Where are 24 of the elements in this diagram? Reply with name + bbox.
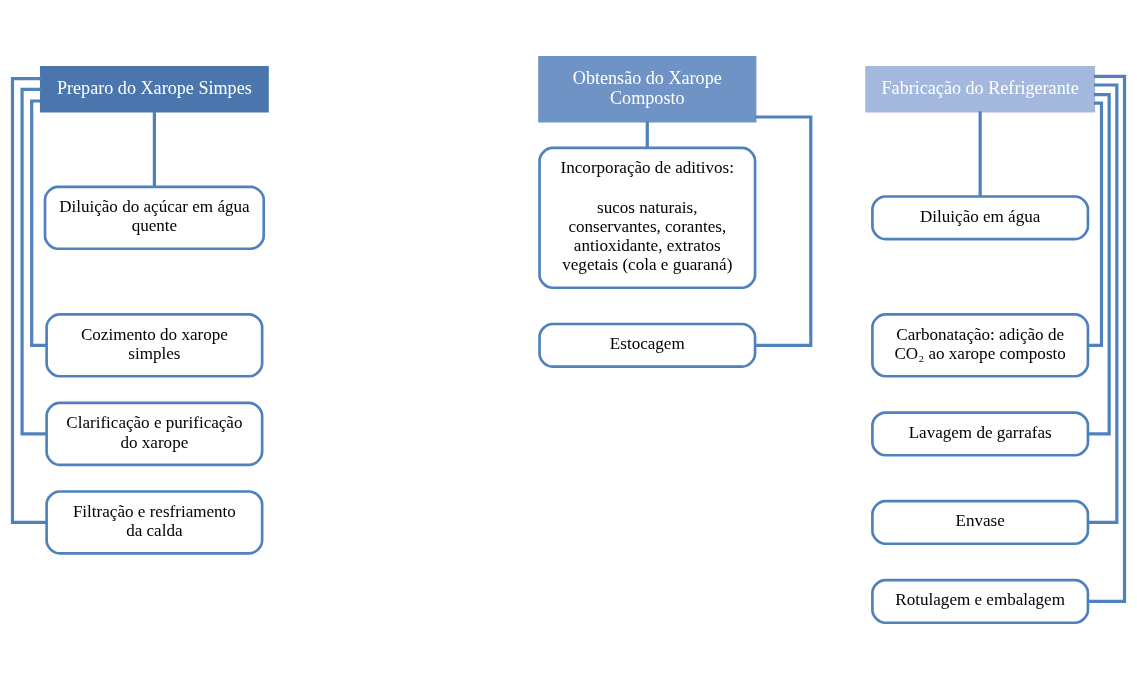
node-box: Incorporação de aditivos: sucos naturais, conservantes, corantes, antioxidante, extratos vegetais (cola e guaraná)	[538, 146, 757, 289]
connector	[30, 98, 47, 347]
node-box: Rotulagem e embalagem	[871, 578, 1090, 624]
node-box: Cozimento do xarope simples	[45, 312, 264, 378]
connector	[1088, 101, 1104, 347]
node-box: Diluição do açúcar em água quente	[43, 185, 266, 250]
node-box: Estocagem	[538, 322, 757, 368]
node-box: Diluição em água	[871, 194, 1090, 240]
node-box: Preparo do Xarope Simpes	[39, 65, 269, 112]
node-box: Lavagem de garrafas	[871, 410, 1090, 457]
connector	[10, 76, 47, 524]
connector	[755, 114, 813, 347]
node-box: Carbonatação: adição de CO₂ ao xarope composto	[871, 312, 1090, 378]
node-box: Fabricação do Refrigerante	[865, 65, 1096, 112]
connector	[20, 87, 47, 435]
connector	[645, 120, 649, 147]
connector	[978, 110, 982, 196]
connector	[1088, 74, 1127, 603]
node-box: Clarificação e purificação do xarope	[45, 401, 264, 466]
connector	[152, 110, 156, 187]
node-box: Obtensão do Xarope Composto	[538, 55, 757, 123]
node-box: Filtração e resfriamento da calda	[45, 489, 264, 555]
connector	[1088, 82, 1119, 524]
node-box: Envase	[871, 499, 1090, 545]
